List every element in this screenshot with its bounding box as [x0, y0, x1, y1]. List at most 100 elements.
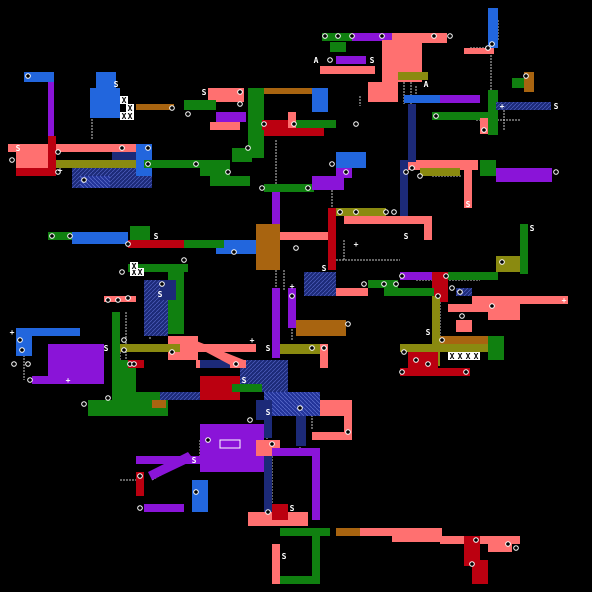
room-salmon [312, 432, 352, 440]
room-purple [216, 112, 246, 122]
door-marker [265, 509, 271, 515]
room-green [312, 528, 320, 578]
room-salmon [320, 344, 328, 368]
room-red [262, 120, 294, 130]
door-marker [131, 361, 137, 367]
door-marker [439, 337, 445, 343]
hub-marker: X [474, 352, 479, 361]
room-green [280, 576, 320, 584]
door-marker [11, 361, 17, 367]
room-green [184, 100, 216, 110]
room-salmon [176, 344, 256, 352]
door-marker [457, 289, 463, 295]
hub-marker-bg [126, 112, 134, 120]
room-salmon [464, 48, 494, 54]
door-marker [237, 101, 243, 107]
door-marker [383, 209, 389, 215]
room-salmon [344, 216, 404, 224]
door-marker [305, 185, 311, 191]
door-marker [343, 169, 349, 175]
door-marker [353, 121, 359, 127]
door-marker [289, 293, 295, 299]
room-salmon [448, 304, 472, 312]
room-green [520, 224, 528, 274]
save-marker: S [266, 344, 271, 353]
room-green [184, 240, 224, 248]
door-marker [233, 361, 239, 367]
door-marker [293, 245, 299, 251]
room-green [432, 112, 492, 120]
room-red [264, 128, 324, 136]
door-marker [403, 169, 409, 175]
hub-marker: X [132, 268, 137, 277]
door-marker [291, 121, 297, 127]
room-green [88, 400, 168, 416]
room-purple [336, 56, 366, 64]
door-marker [193, 161, 199, 167]
room-salmon [424, 216, 432, 240]
room-salmon [336, 288, 368, 296]
hub-marker-bg [472, 352, 480, 360]
door-marker [81, 401, 87, 407]
room-red [48, 136, 56, 176]
room-purple [288, 288, 296, 328]
door-marker [401, 349, 407, 355]
save-marker: S [114, 80, 119, 89]
room-green [128, 264, 188, 272]
room-hatch [304, 272, 336, 296]
room-purple [352, 33, 392, 41]
room-navy [400, 160, 408, 216]
room-navy [112, 152, 152, 160]
door-marker [345, 429, 351, 435]
door-marker [19, 347, 25, 353]
door-marker [322, 33, 328, 39]
room-green [232, 384, 262, 392]
room-salmon [272, 544, 280, 584]
door-marker [499, 259, 505, 265]
door-marker [473, 537, 479, 543]
hub-marker-bg [130, 268, 138, 276]
door-marker [337, 209, 343, 215]
door-marker [49, 233, 55, 239]
door-marker [55, 149, 61, 155]
save-marker: S [192, 456, 197, 465]
item-marker: + [66, 376, 71, 385]
door-marker [225, 169, 231, 175]
hub-marker-bg [448, 352, 456, 360]
hub-marker-bg [130, 262, 138, 270]
room-olive [336, 208, 386, 216]
room-brown [264, 88, 314, 94]
door-marker [115, 297, 121, 303]
door-marker [505, 541, 511, 547]
room-salmon [344, 400, 352, 440]
door-marker [409, 165, 415, 171]
room-salmon [520, 296, 568, 304]
item-marker: + [58, 166, 63, 175]
room-red [328, 208, 336, 270]
door-marker [321, 345, 327, 351]
door-marker [105, 395, 111, 401]
hub-marker-bg [456, 352, 464, 360]
ability-marker: A [314, 56, 319, 65]
room-brown [136, 104, 174, 110]
door-marker [481, 127, 487, 133]
room-green [120, 392, 170, 400]
room-blue [404, 95, 464, 103]
room-red [408, 352, 438, 368]
room-purple [400, 272, 440, 280]
room-blue [192, 480, 208, 512]
save-marker: S [266, 408, 271, 417]
save-marker: S [158, 290, 163, 299]
room-olive [398, 72, 428, 80]
room-red [16, 168, 56, 176]
room-brown [152, 400, 166, 408]
door-marker [125, 241, 131, 247]
room-blue [488, 8, 498, 48]
ability-marker: A [424, 80, 429, 89]
door-marker [447, 33, 453, 39]
room-green [232, 148, 252, 162]
room-blue [90, 88, 120, 118]
